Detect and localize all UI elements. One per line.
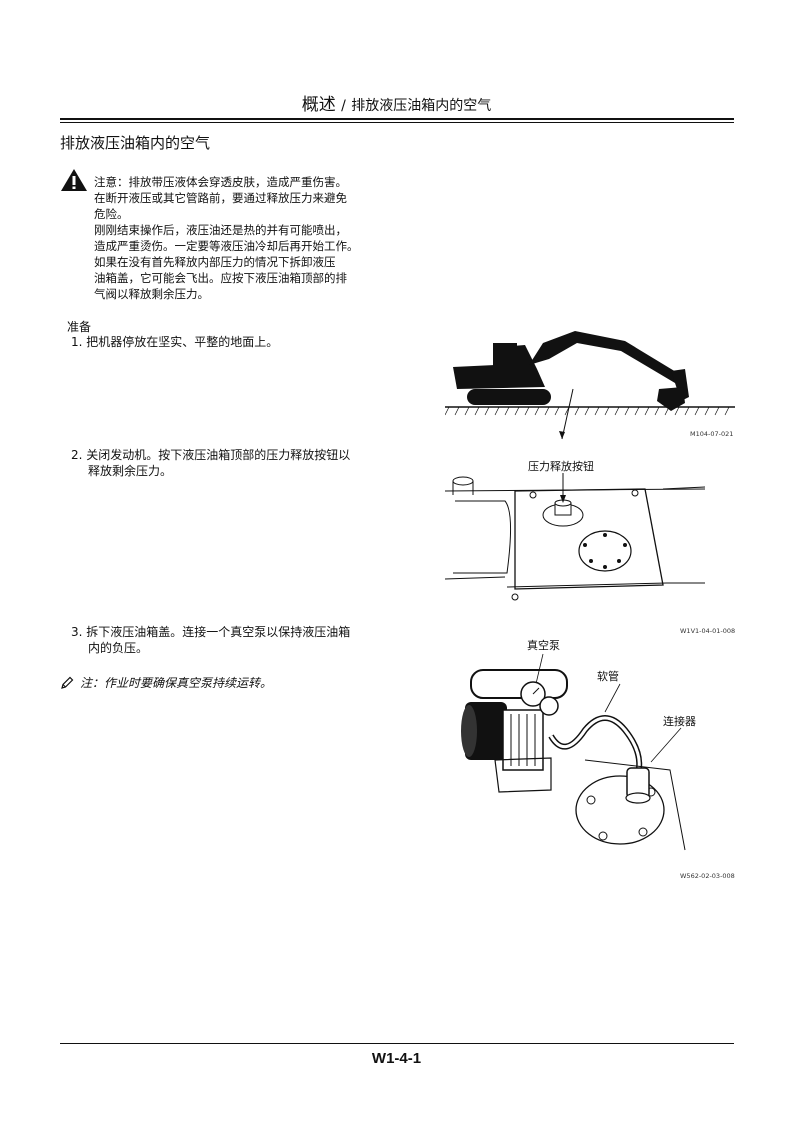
footer-rule xyxy=(60,1043,734,1044)
header-separator: / xyxy=(341,98,346,114)
warning-line: 造成严重烫伤。一定要等液压油冷却后再开始工作。 xyxy=(94,239,359,253)
figure-code: W1V1-04-01-008 xyxy=(680,627,736,635)
header-rule-thin xyxy=(60,122,734,123)
vacuum-pump-figure xyxy=(461,653,686,851)
step-number: 1. xyxy=(71,335,83,349)
header-subtitle: 排放液压油箱内的空气 xyxy=(351,98,492,114)
figure-label-connector: 连接器 xyxy=(663,715,696,728)
tank-top-figure xyxy=(445,473,706,601)
note: 注：作业时要确保真空泵持续运转。 xyxy=(60,674,272,691)
warning-line: 危险。 xyxy=(94,207,129,221)
section-title: 排放液压油箱内的空气 xyxy=(60,134,211,152)
step-1: 1. 把机器停放在坚实、平整的地面上。 xyxy=(71,334,278,350)
page-number: W1-4-1 xyxy=(371,1050,422,1067)
figure-label: 压力释放按钮 xyxy=(528,460,594,473)
step-text: 拆下液压油箱盖。连接一个真空泵以保持液压油箱 xyxy=(86,625,351,639)
warning-line: 如果在没有首先释放内部压力的情况下拆卸液压 xyxy=(94,255,336,269)
step-2: 2. 关闭发动机。按下液压油箱顶部的压力释放按钮以 释放剩余压力。 xyxy=(71,447,391,479)
step-text: 关闭发动机。按下液压油箱顶部的压力释放按钮以 xyxy=(86,448,351,462)
pencil-icon xyxy=(61,676,74,689)
warning-line: 注意：排放带压液体会穿透皮肤，造成严重伤害。 xyxy=(94,175,347,189)
step-text: 内的负压。 xyxy=(88,641,149,655)
header-title: 概述 xyxy=(301,95,336,115)
figure-label-hose: 软管 xyxy=(597,670,619,683)
warning-line: 刚刚结束操作后，液压油还是热的并有可能喷出， xyxy=(94,223,347,237)
prep-label: 准备 xyxy=(67,320,92,334)
excavator-figure xyxy=(445,331,735,440)
figure-code: W562-02-03-008 xyxy=(680,872,735,880)
warning-line: 油箱盖，它可能会飞出。应按下液压油箱顶部的排 xyxy=(94,271,347,285)
warning-text: 注意：排放带压液体会穿透皮肤，造成严重伤害。 在断开液压或其它管路前，要通过释放… xyxy=(94,174,394,302)
header-rule xyxy=(60,118,734,120)
page-header: 概述 / 排放液压油箱内的空气 xyxy=(0,90,793,115)
warning-line: 在断开液压或其它管路前，要通过释放压力来避免 xyxy=(94,191,347,205)
warning-line: 气阀以释放剩余压力。 xyxy=(94,287,209,301)
step-3: 3. 拆下液压油箱盖。连接一个真空泵以保持液压油箱 内的负压。 xyxy=(71,624,391,656)
figure-label-pump: 真空泵 xyxy=(527,639,560,652)
note-text: 注：作业时要确保真空泵持续运转。 xyxy=(80,676,273,690)
step-number: 2. xyxy=(71,448,83,462)
step-number: 3. xyxy=(71,625,83,639)
step-text: 释放剩余压力。 xyxy=(88,464,173,478)
figure-code: M104-07-021 xyxy=(690,430,734,438)
warning-icon xyxy=(61,169,87,191)
step-text: 把机器停放在坚实、平整的地面上。 xyxy=(86,335,279,349)
